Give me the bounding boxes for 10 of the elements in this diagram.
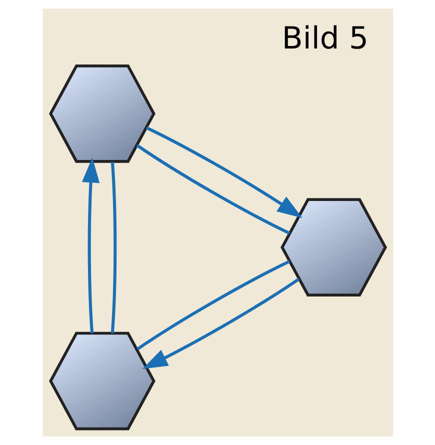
diagram-title: Bild 5 <box>281 21 368 56</box>
connector <box>136 260 290 350</box>
connector <box>136 144 290 235</box>
connector <box>110 162 116 334</box>
node-hexagon <box>48 64 155 163</box>
arrow <box>145 126 302 218</box>
arrow <box>142 278 300 370</box>
node-hexagon <box>48 332 155 430</box>
arrow <box>81 157 100 334</box>
node-hexagon <box>280 198 386 297</box>
